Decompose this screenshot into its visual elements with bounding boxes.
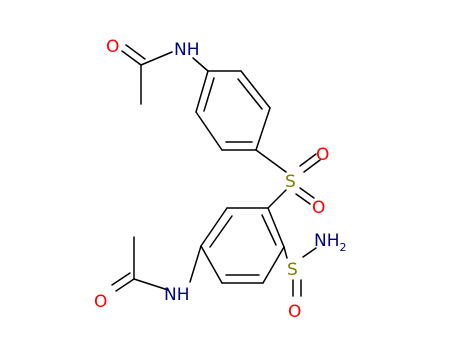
sulfonamide-nh2-label: NH2 bbox=[314, 231, 347, 254]
bond-ring1-sulfonyl bbox=[255, 149, 287, 173]
amide-nh-label-low: NH bbox=[164, 285, 190, 305]
bond-s-nh2 bbox=[302, 247, 317, 258]
bond-ring1-f bbox=[195, 70, 209, 113]
bond-ring2-e bbox=[262, 246, 285, 284]
sulfur-label-sulfonyl: S bbox=[285, 172, 296, 192]
bonds bbox=[111, 44, 321, 297]
oxygen-label-low: O bbox=[94, 292, 107, 312]
bond-co-double-low-b bbox=[111, 272, 131, 286]
bond-ring1-c bbox=[255, 107, 271, 151]
bond-ring1-b-inner bbox=[237, 78, 263, 110]
bond-n-ring-top bbox=[192, 57, 209, 72]
oxygen-label-sulfonamide: O bbox=[288, 302, 301, 322]
bond-ring2-f-inner bbox=[261, 214, 277, 246]
bond-ring1-e bbox=[195, 111, 223, 151]
bond-co-double-low-a bbox=[115, 278, 135, 292]
bond-ring2-b-inner bbox=[209, 215, 233, 248]
bond-carbonyl-n-top bbox=[140, 51, 173, 66]
bond-sulfonyl-ring2 bbox=[267, 189, 287, 209]
amide-nh-label-top: NH bbox=[174, 40, 200, 60]
bond-ring2-n-low bbox=[189, 245, 202, 283]
bond-n-carbonyl-low bbox=[133, 278, 169, 291]
nh2-n-text: NH bbox=[314, 231, 340, 251]
bond-so-double-right-a bbox=[299, 153, 317, 167]
atom-labels: O NH S O O NH2 S O NH O bbox=[94, 37, 347, 322]
oxygen-label-top: O bbox=[106, 37, 119, 57]
bond-ring1-b bbox=[240, 70, 271, 109]
sulfur-label-sulfonamide: S bbox=[287, 260, 298, 280]
oxygen-label-sulfonyl-right: O bbox=[316, 145, 329, 165]
bond-so-double-right-b bbox=[303, 159, 321, 173]
nh2-subscript: 2 bbox=[340, 241, 347, 254]
bond-ring2-c bbox=[200, 245, 223, 284]
bond-ring2-b bbox=[200, 207, 228, 247]
bond-co-double-top-a bbox=[121, 50, 142, 66]
bond-so-double-bottom-b bbox=[295, 193, 311, 205]
bond-co-double-top-b bbox=[125, 44, 146, 60]
bond-ring1-f-inner bbox=[203, 77, 215, 112]
bond-ring2-f bbox=[267, 207, 285, 248]
bond-so-double-bottom-a bbox=[299, 187, 315, 199]
bond-ring2-sulfonamide bbox=[283, 246, 288, 259]
oxygen-label-sulfonyl-bottom: O bbox=[312, 198, 325, 218]
